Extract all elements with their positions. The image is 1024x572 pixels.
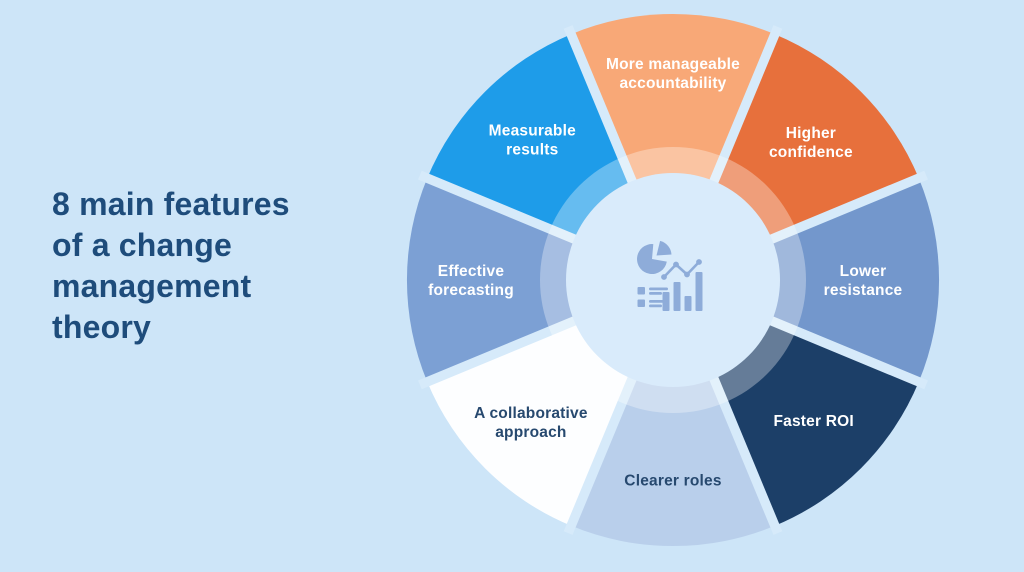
page-title-line: of a change (52, 227, 233, 263)
segment-label-faster-roi: Faster ROI (774, 413, 854, 430)
wheel-segment-lower-resistance (673, 178, 940, 382)
page-title-line: 8 main features (52, 186, 290, 222)
page-title-line: management (52, 268, 252, 304)
page-title-line: theory (52, 309, 151, 345)
wheel-segment-clearer-roles (571, 280, 775, 547)
segment-label-clearer-roles: Clearer roles (624, 473, 721, 490)
wheel-segment-effective-forecasting (406, 178, 673, 382)
wheel-center (566, 173, 780, 387)
wheel-segment-more-manageable-accountability (571, 13, 775, 280)
list-icon (637, 287, 668, 308)
bar-chart-icon (662, 272, 703, 311)
pie-chart-icon (637, 240, 672, 275)
line-chart-icon (661, 259, 702, 280)
analytics-icon (637, 240, 703, 311)
page-title: 8 main features of a change management t… (52, 184, 290, 348)
